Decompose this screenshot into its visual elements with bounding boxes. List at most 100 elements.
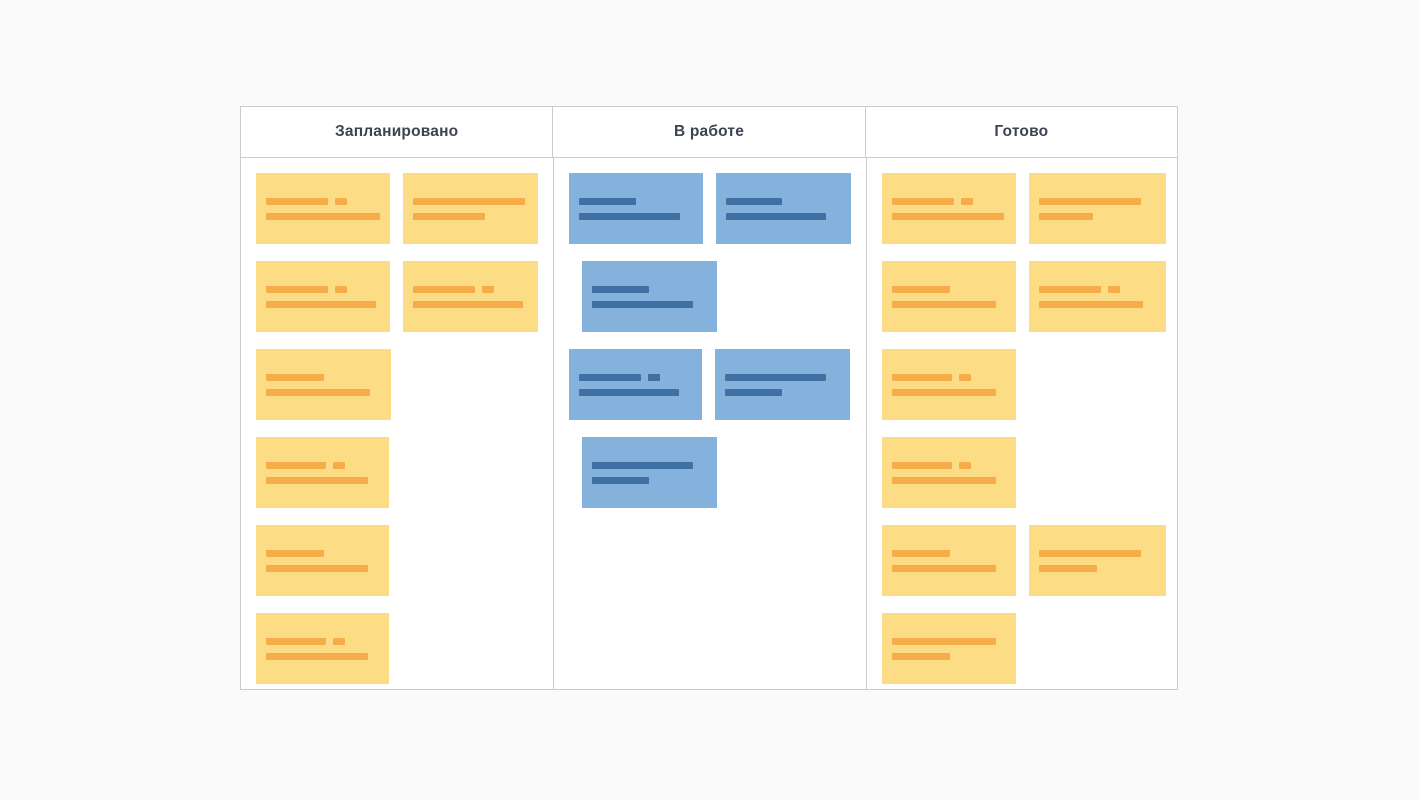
card-text-placeholder-bar bbox=[266, 637, 326, 645]
card-text-placeholder-line bbox=[413, 197, 528, 205]
task-card[interactable] bbox=[882, 261, 1016, 332]
card-text-placeholder-bar bbox=[1039, 549, 1141, 557]
card-text-placeholder-line bbox=[1039, 300, 1156, 308]
task-card[interactable] bbox=[582, 437, 717, 508]
task-card[interactable] bbox=[403, 173, 538, 244]
card-row bbox=[882, 349, 1166, 420]
card-text-placeholder-line bbox=[892, 197, 1006, 205]
card-text-placeholder-bar bbox=[892, 373, 952, 381]
task-card[interactable] bbox=[1029, 173, 1166, 244]
card-text-placeholder-bar bbox=[266, 476, 368, 484]
card-text-placeholder-line bbox=[579, 373, 692, 381]
card-text-placeholder-line bbox=[892, 285, 1006, 293]
column-in-progress[interactable] bbox=[554, 158, 867, 689]
card-text-placeholder-line bbox=[1039, 549, 1156, 557]
task-card[interactable] bbox=[882, 173, 1016, 244]
task-card[interactable] bbox=[256, 261, 390, 332]
column-done[interactable] bbox=[867, 158, 1181, 689]
card-text-placeholder-line bbox=[266, 564, 379, 572]
task-card[interactable] bbox=[256, 525, 389, 596]
task-card[interactable] bbox=[569, 349, 702, 420]
card-text-placeholder-bar bbox=[333, 461, 345, 469]
card-text-placeholder-bar bbox=[726, 212, 826, 220]
card-text-placeholder-bar bbox=[725, 373, 826, 381]
card-text-placeholder-line bbox=[892, 300, 1006, 308]
card-text-placeholder-bar bbox=[266, 300, 376, 308]
card-text-placeholder-line bbox=[592, 300, 707, 308]
card-text-placeholder-line bbox=[892, 388, 1006, 396]
card-text-placeholder-line bbox=[266, 212, 380, 220]
card-text-placeholder-line bbox=[266, 549, 379, 557]
card-text-placeholder-bar bbox=[1039, 197, 1141, 205]
column-title-in-progress: В работе bbox=[673, 123, 745, 140]
card-text-placeholder-line bbox=[266, 285, 380, 293]
card-text-placeholder-line bbox=[266, 373, 381, 381]
card-text-placeholder-line bbox=[266, 300, 380, 308]
column-planned[interactable] bbox=[241, 158, 554, 689]
card-text-placeholder-bar bbox=[413, 212, 485, 220]
card-text-placeholder-bar bbox=[1108, 285, 1120, 293]
card-text-placeholder-bar bbox=[892, 300, 996, 308]
task-card[interactable] bbox=[882, 613, 1016, 684]
task-card[interactable] bbox=[882, 525, 1016, 596]
card-text-placeholder-line bbox=[892, 212, 1006, 220]
card-text-placeholder-line bbox=[266, 652, 379, 660]
task-card[interactable] bbox=[256, 437, 389, 508]
task-card[interactable] bbox=[256, 613, 389, 684]
task-card[interactable] bbox=[715, 349, 850, 420]
column-header-done[interactable]: Готово bbox=[866, 107, 1177, 157]
task-card[interactable] bbox=[882, 349, 1016, 420]
kanban-board: Запланировано В работе Готово bbox=[240, 106, 1178, 690]
card-row bbox=[882, 437, 1166, 508]
task-card[interactable] bbox=[256, 173, 390, 244]
task-card[interactable] bbox=[716, 173, 851, 244]
card-text-placeholder-bar bbox=[266, 652, 368, 660]
task-card[interactable] bbox=[403, 261, 538, 332]
kanban-board-container: Запланировано В работе Готово bbox=[240, 106, 1178, 690]
card-text-placeholder-line bbox=[892, 652, 1006, 660]
card-text-placeholder-bar bbox=[266, 388, 370, 396]
card-row bbox=[256, 437, 538, 508]
card-text-placeholder-bar bbox=[266, 549, 324, 557]
column-title-planned: Запланировано bbox=[334, 123, 459, 140]
task-card[interactable] bbox=[1029, 525, 1166, 596]
card-text-placeholder-bar bbox=[413, 197, 525, 205]
card-text-placeholder-bar bbox=[579, 373, 641, 381]
card-text-placeholder-bar bbox=[592, 476, 649, 484]
card-text-placeholder-bar bbox=[1039, 564, 1097, 572]
card-text-placeholder-bar bbox=[892, 461, 952, 469]
card-text-placeholder-bar bbox=[266, 285, 328, 293]
card-text-placeholder-bar bbox=[892, 212, 1004, 220]
card-text-placeholder-line bbox=[579, 212, 693, 220]
card-text-placeholder-line bbox=[592, 461, 707, 469]
card-text-placeholder-bar bbox=[335, 197, 347, 205]
card-text-placeholder-bar bbox=[648, 373, 660, 381]
card-text-placeholder-bar bbox=[579, 212, 680, 220]
card-row bbox=[882, 173, 1166, 244]
task-card[interactable] bbox=[256, 349, 391, 420]
card-text-placeholder-line bbox=[725, 373, 840, 381]
card-text-placeholder-bar bbox=[1039, 212, 1093, 220]
card-text-placeholder-line bbox=[579, 388, 692, 396]
task-card[interactable] bbox=[582, 261, 717, 332]
column-header-planned[interactable]: Запланировано bbox=[241, 107, 554, 157]
card-text-placeholder-line bbox=[579, 197, 693, 205]
card-text-placeholder-line bbox=[892, 461, 1006, 469]
card-text-placeholder-bar bbox=[266, 564, 368, 572]
card-text-placeholder-bar bbox=[413, 300, 523, 308]
card-text-placeholder-bar bbox=[1039, 285, 1101, 293]
card-text-placeholder-bar bbox=[266, 461, 326, 469]
card-text-placeholder-bar bbox=[579, 197, 636, 205]
card-text-placeholder-bar bbox=[266, 212, 380, 220]
card-text-placeholder-bar bbox=[335, 285, 347, 293]
card-text-placeholder-line bbox=[592, 285, 707, 293]
card-text-placeholder-line bbox=[413, 300, 528, 308]
card-text-placeholder-bar bbox=[592, 300, 693, 308]
task-card[interactable] bbox=[569, 173, 703, 244]
task-card[interactable] bbox=[882, 437, 1016, 508]
card-text-placeholder-line bbox=[892, 549, 1006, 557]
card-text-placeholder-bar bbox=[726, 197, 782, 205]
task-card[interactable] bbox=[1029, 261, 1166, 332]
column-header-in-progress[interactable]: В работе bbox=[553, 107, 866, 157]
card-text-placeholder-bar bbox=[892, 388, 996, 396]
